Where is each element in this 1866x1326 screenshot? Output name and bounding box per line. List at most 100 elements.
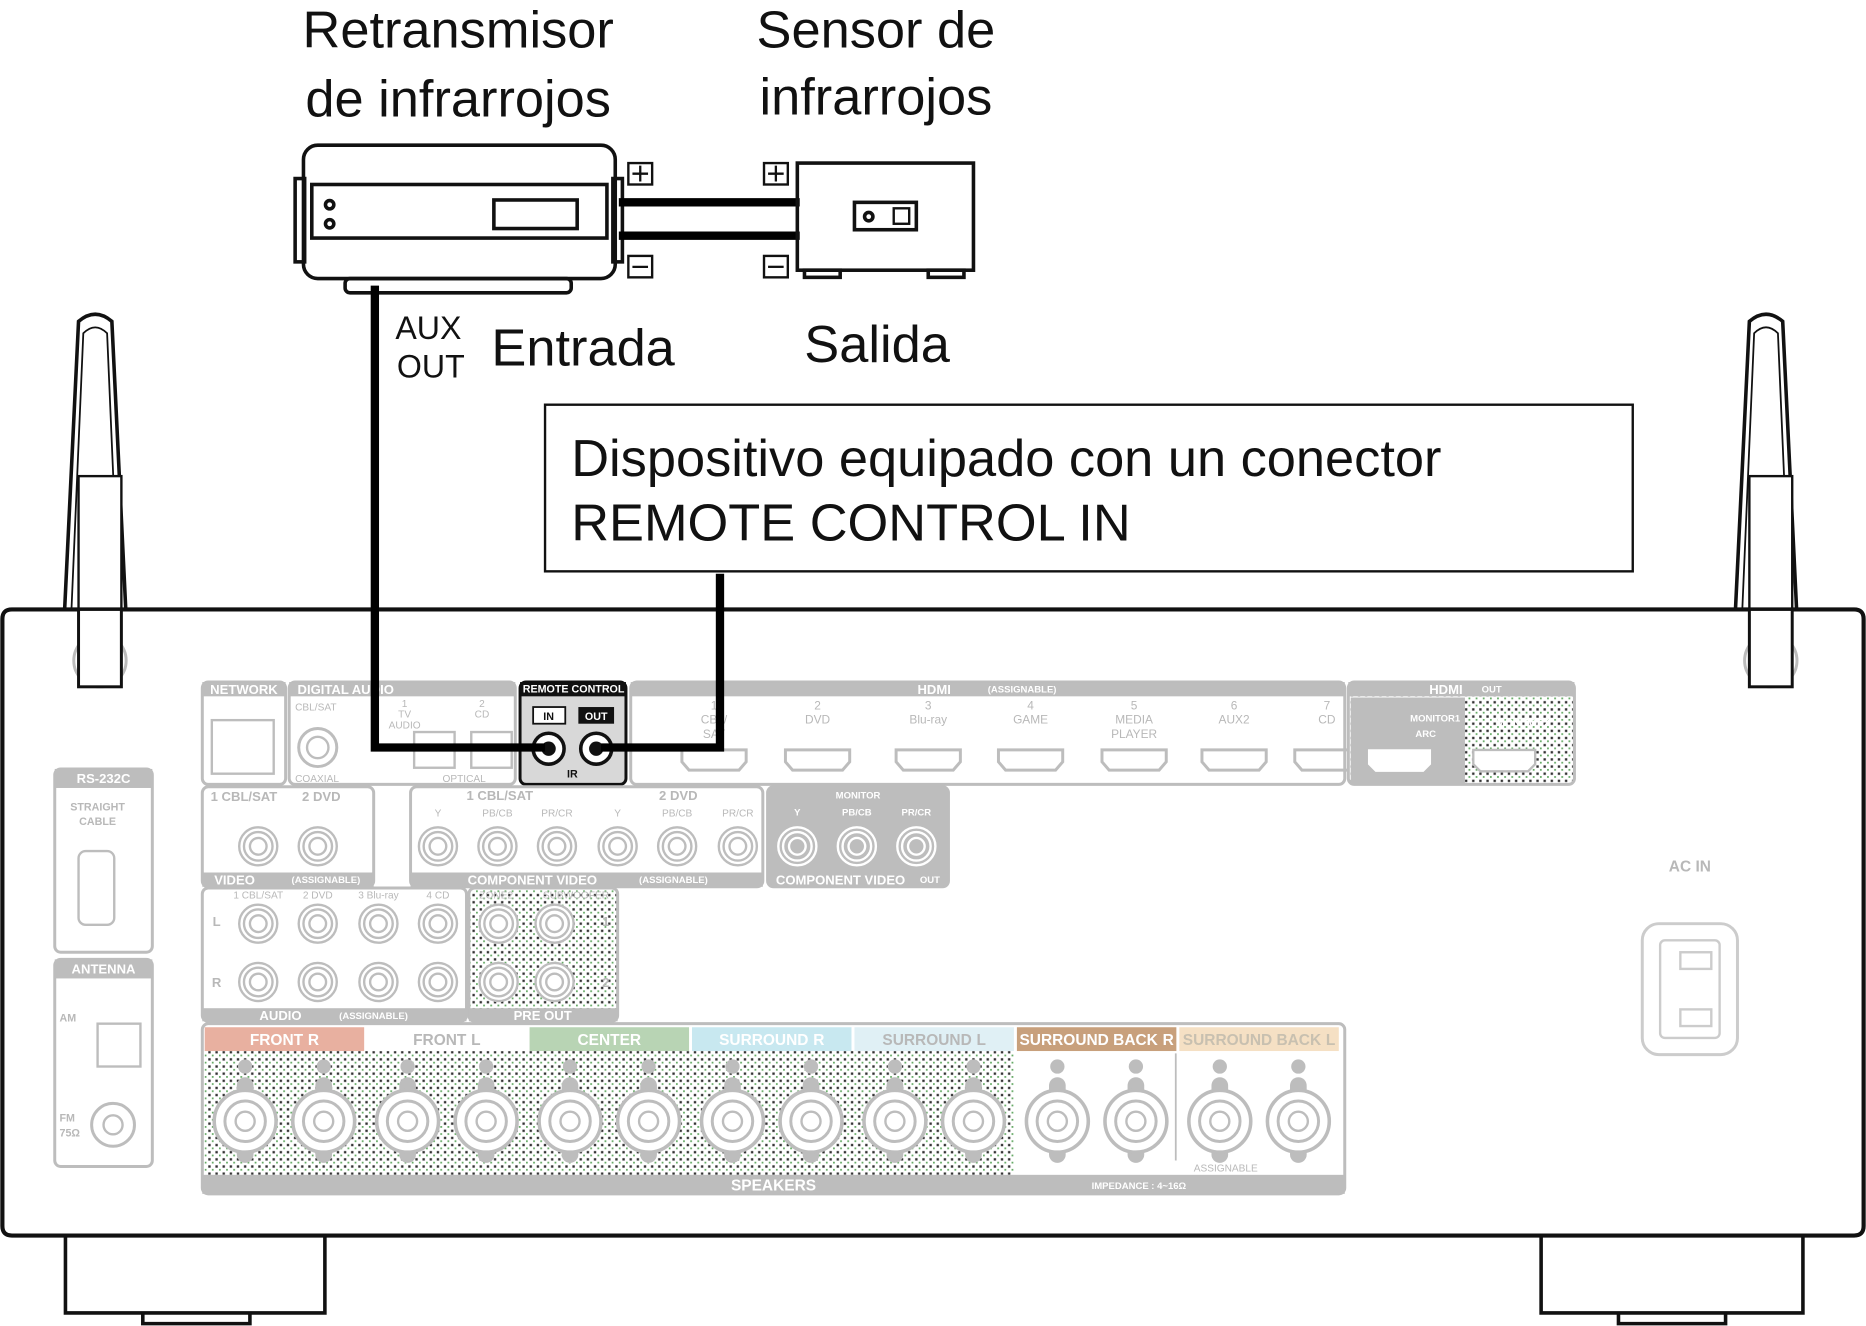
speaker-channel: SURROUND R [692, 1027, 852, 1163]
svg-text:−: − [631, 248, 650, 284]
svg-text:RS-232C: RS-232C [77, 771, 131, 786]
speaker-terminals: SPEAKERS IMPEDANCE : 4~16Ω ASSIGNABLE FR… [200, 1022, 1347, 1196]
svg-text:COMPONENT VIDEO: COMPONENT VIDEO [468, 872, 597, 887]
hdmi-connector [894, 748, 962, 772]
svg-text:+: + [767, 155, 786, 191]
speaker-terminal [615, 1059, 682, 1163]
hdmi-input-label: DVD [805, 713, 831, 727]
speaker-channel-name: SURROUND BACK [1019, 1032, 1158, 1049]
svg-text:2 DVD: 2 DVD [302, 789, 341, 804]
svg-text:ARC: ARC [1415, 729, 1436, 740]
hdmi-connector [783, 748, 852, 772]
rca-jack [238, 826, 279, 867]
svg-text:Y: Y [614, 809, 621, 820]
speaker-channel-name: FRONT [250, 1032, 304, 1049]
svg-text:ZONE2: ZONE2 [479, 891, 513, 902]
rca-jack [896, 826, 937, 867]
svg-text:1 CBL/SAT: 1 CBL/SAT [233, 891, 283, 902]
rca-jack [777, 826, 818, 867]
rc-in-label: IN [543, 711, 554, 723]
hdmi-input-label: PLAYER [1111, 727, 1157, 741]
speaker-terminal [537, 1059, 603, 1163]
rs232c-port: RS-232C STRAIGHT CABLE [53, 767, 154, 954]
svg-text:1: 1 [402, 699, 408, 710]
svg-text:Dispositivo equipado con un co: Dispositivo equipado con un conector [571, 430, 1441, 488]
antenna-terminals: ANTENNA AM FM 75Ω [53, 957, 154, 1168]
speaker-terminal [453, 1059, 519, 1163]
rc-out-label: OUT [585, 711, 608, 723]
component-video-inputs: 1 CBL/SAT 2 DVD Y PB/CB PR/CR Y PB/CB PR… [409, 785, 765, 889]
speaker-channel-side: R [813, 1032, 824, 1049]
hdmi-input-label: 6 [1231, 698, 1238, 712]
svg-text:(ASSIGNABLE): (ASSIGNABLE) [339, 1011, 408, 1022]
speaker-channel-side: L [977, 1032, 986, 1049]
svg-text:2 DVD: 2 DVD [659, 788, 698, 803]
device-callout: Dispositivo equipado con un conector REM… [543, 403, 1634, 573]
audio-inputs: 1 CBL/SAT 2 DVD 3 Blu-ray 4 CD L R AUDIO… [200, 886, 468, 1023]
svg-text:AUDIO: AUDIO [259, 1008, 301, 1023]
svg-text:+: + [631, 155, 650, 191]
hdmi-input-label: 4 [1027, 698, 1034, 712]
rca-jack [478, 903, 519, 944]
hdmi-connector [680, 748, 748, 772]
speaker-channel: CENTER [529, 1027, 690, 1163]
svg-text:HDMI: HDMI [1429, 682, 1462, 697]
hdmi-input-label: 2 [814, 698, 821, 712]
svg-text:DIGITAL AUDIO: DIGITAL AUDIO [298, 682, 394, 697]
svg-text:FM: FM [60, 1112, 76, 1124]
video-inputs: 1 CBL/SAT 2 DVD VIDEO (ASSIGNABLE) [200, 785, 376, 889]
svg-text:AC IN: AC IN [1669, 858, 1711, 875]
svg-text:CABLE: CABLE [79, 816, 116, 828]
hdmi-input-label: 7 [1324, 698, 1331, 712]
component-video-outputs: MONITOR Y PB/CB PR/CR COMPONENT VIDEO OU… [766, 785, 950, 889]
rca-jack [656, 826, 698, 867]
rca-jack [536, 826, 578, 867]
rca-jack [417, 903, 459, 944]
pre-out: ZONE2 SUBWOOFER 1 2 PRE OUT [467, 886, 620, 1023]
svg-text:1: 1 [602, 914, 609, 929]
hdmi-input-label: CD [1318, 713, 1336, 727]
rca-jack [358, 961, 399, 1003]
speaker-channel-name: SURROUND [719, 1032, 808, 1049]
ir-retransmitter-device [293, 143, 625, 295]
digital-audio-inputs: DIGITAL AUDIO CBL/SAT COAXIAL 1 TV AUDIO… [287, 680, 517, 786]
svg-text:OUT: OUT [397, 348, 465, 384]
hdmi-input-label: AUX2 [1219, 713, 1250, 727]
svg-text:1 CBL/SAT: 1 CBL/SAT [467, 788, 534, 803]
hdmi-input-label: Blu-ray [909, 713, 947, 727]
svg-text:AM: AM [60, 1012, 77, 1024]
rca-jack [534, 961, 575, 1003]
svg-text:COMPONENT VIDEO: COMPONENT VIDEO [776, 872, 905, 887]
svg-text:PB/CB: PB/CB [482, 809, 513, 820]
svg-text:MONITOR2: MONITOR2 [1497, 718, 1551, 729]
svg-text:MONITOR1: MONITOR1 [1410, 713, 1461, 724]
rca-jack [417, 961, 459, 1003]
svg-text:PR/CR: PR/CR [722, 809, 753, 820]
rca-jack [417, 826, 459, 867]
svg-text:VIDEO: VIDEO [214, 872, 255, 887]
svg-text:(ASSIGNABLE): (ASSIGNABLE) [639, 875, 708, 886]
speaker-terminal [374, 1059, 441, 1163]
svg-text:R: R [212, 975, 222, 990]
svg-text:PB/CB: PB/CB [662, 809, 693, 820]
hdmi-input-label: MEDIA [1115, 713, 1153, 727]
svg-text:1 CBL/SAT: 1 CBL/SAT [211, 789, 278, 804]
speaker-channel-side: R [308, 1032, 319, 1049]
svg-text:de infrarrojos: de infrarrojos [305, 71, 611, 129]
svg-text:OUT: OUT [920, 875, 940, 886]
remote-control-jacks: REMOTE CONTROL IN OUT IR [518, 680, 628, 786]
svg-text:IR: IR [567, 768, 578, 780]
svg-text:NETWORK: NETWORK [210, 682, 278, 697]
svg-text:SUBWOOFER: SUBWOOFER [543, 891, 609, 902]
speaker-terminal [1265, 1059, 1332, 1163]
speaker-terminal [940, 1059, 1007, 1163]
rca-jack [597, 826, 638, 867]
svg-text:75Ω: 75Ω [60, 1128, 81, 1140]
speaker-terminal [778, 1059, 844, 1163]
hdmi-connector [996, 748, 1065, 772]
svg-text:ASSIGNABLE: ASSIGNABLE [1194, 1163, 1258, 1174]
svg-text:(ASSIGNABLE): (ASSIGNABLE) [292, 875, 361, 886]
